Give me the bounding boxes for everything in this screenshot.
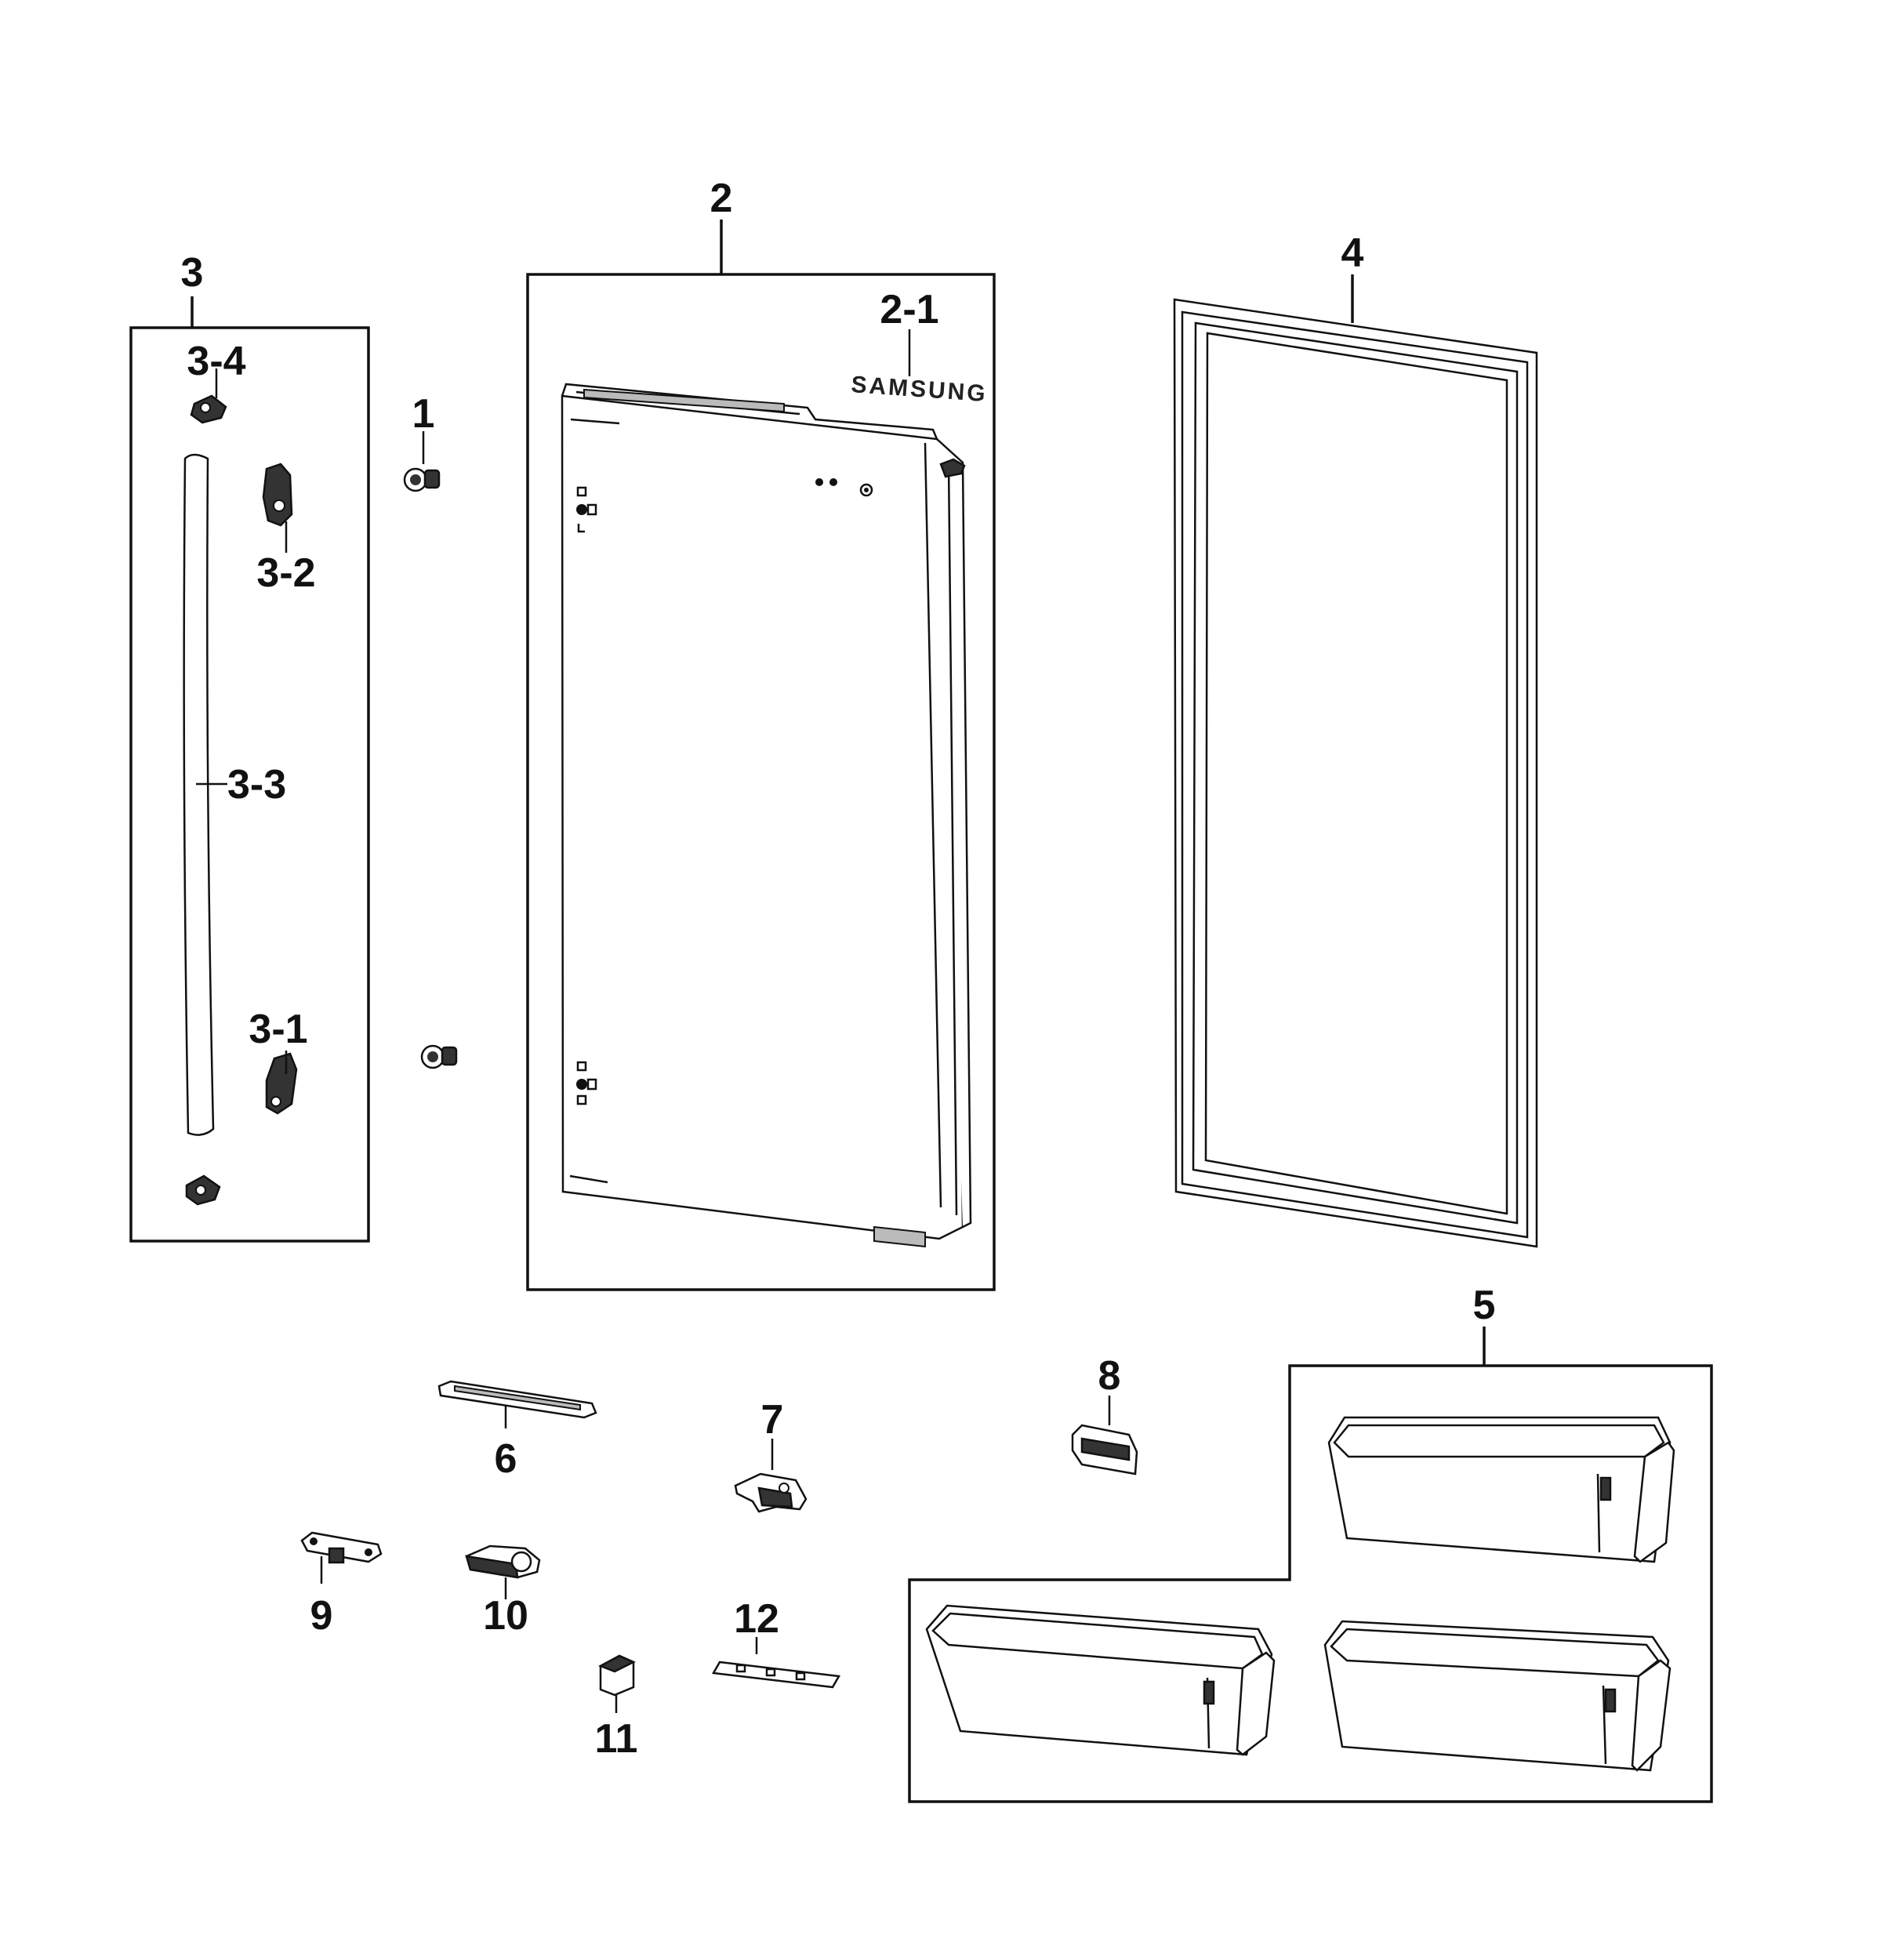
handle-bracket-bottom xyxy=(265,1052,298,1115)
door-bins-group: 5 xyxy=(908,1283,1713,1803)
handle-bar xyxy=(183,453,215,1136)
door-gasket-group: 4 xyxy=(1173,230,1538,1248)
label-3-2: 3-2 xyxy=(256,550,315,596)
part-6-group: 6 xyxy=(437,1380,597,1482)
door-gasket-inner xyxy=(1204,332,1508,1215)
screw-top xyxy=(403,467,441,492)
door-bin-1 xyxy=(1327,1416,1675,1563)
label-3: 3 xyxy=(181,250,204,296)
label-9: 9 xyxy=(310,1593,333,1639)
screw-bottom xyxy=(420,1044,458,1069)
label-12: 12 xyxy=(734,1596,779,1642)
part-11-group: 11 xyxy=(595,1654,638,1762)
part-9-plate xyxy=(300,1531,383,1563)
part-10-group: 10 xyxy=(465,1544,541,1639)
label-3-3: 3-3 xyxy=(227,762,286,808)
door-bin-2 xyxy=(925,1604,1276,1756)
door-panel xyxy=(561,394,964,1240)
label-4: 4 xyxy=(1341,230,1364,276)
label-11: 11 xyxy=(595,1716,638,1762)
door-hinge-holes-bottom xyxy=(576,1061,597,1105)
handle-bracket-top xyxy=(262,463,293,527)
label-7: 7 xyxy=(761,1397,784,1443)
handle-assembly-group: 3 3-4 3-3 3-2 3-1 xyxy=(129,250,370,1243)
part-8-group: 8 xyxy=(1071,1353,1138,1475)
part-12-group: 12 xyxy=(711,1596,841,1689)
door-top-dots xyxy=(815,478,873,497)
label-10: 10 xyxy=(483,1593,528,1639)
door-hinge-holes-top xyxy=(576,486,597,533)
handle-end-cap-bottom xyxy=(185,1174,221,1206)
part-12-tape xyxy=(711,1661,841,1689)
door-assembly-group: 2 xyxy=(526,176,996,1291)
label-1: 1 xyxy=(412,391,435,437)
part-7-group: 7 xyxy=(734,1397,808,1513)
label-6: 6 xyxy=(495,1436,517,1482)
screws-group: 1 xyxy=(403,391,458,1069)
label-3-4: 3-4 xyxy=(187,339,245,384)
label-5: 5 xyxy=(1473,1283,1496,1328)
samsung-badge: SAMSUNG xyxy=(851,372,989,407)
handle-end-cap-top xyxy=(190,394,227,424)
label-2: 2 xyxy=(710,176,733,221)
label-3-1: 3-1 xyxy=(249,1007,307,1052)
part-9-group: 9 xyxy=(300,1531,383,1639)
label-8: 8 xyxy=(1098,1353,1121,1399)
door-bin-3 xyxy=(1323,1620,1672,1772)
label-2-1: 2-1 xyxy=(880,287,938,332)
